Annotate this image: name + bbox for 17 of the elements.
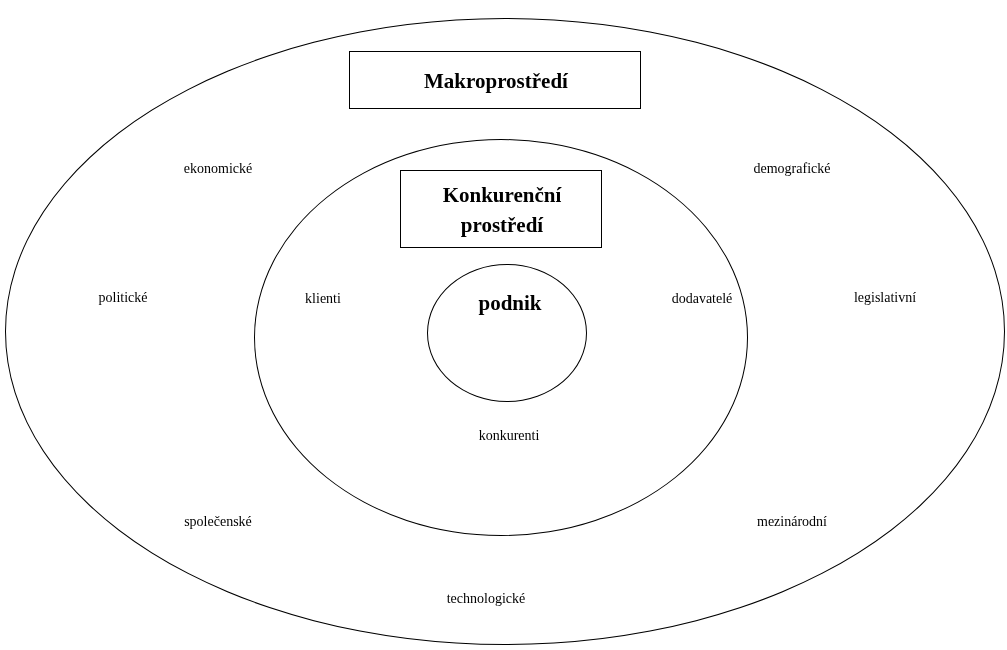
heading-text: Konkurenční prostředí xyxy=(441,181,563,239)
factor-label: legislativní xyxy=(853,290,917,306)
heading-box xyxy=(349,51,641,109)
factor-label: politické xyxy=(98,290,148,306)
factor-label: konkurenti xyxy=(478,428,540,444)
factor-label: dodavatelé xyxy=(671,291,733,307)
heading-text: podnik xyxy=(478,289,542,317)
heading-text: Makroprostředí xyxy=(423,67,569,95)
factor-label: ekonomické xyxy=(183,161,253,177)
factor-label: mezinárodní xyxy=(757,514,827,530)
factor-label: technologické xyxy=(446,591,526,607)
factor-label: klienti xyxy=(305,291,341,307)
factor-label: společenské xyxy=(184,514,252,530)
factor-label: demografické xyxy=(753,161,831,177)
environment-ellipse xyxy=(254,139,748,536)
environment-ellipse xyxy=(5,18,1005,645)
heading-box xyxy=(400,170,602,248)
